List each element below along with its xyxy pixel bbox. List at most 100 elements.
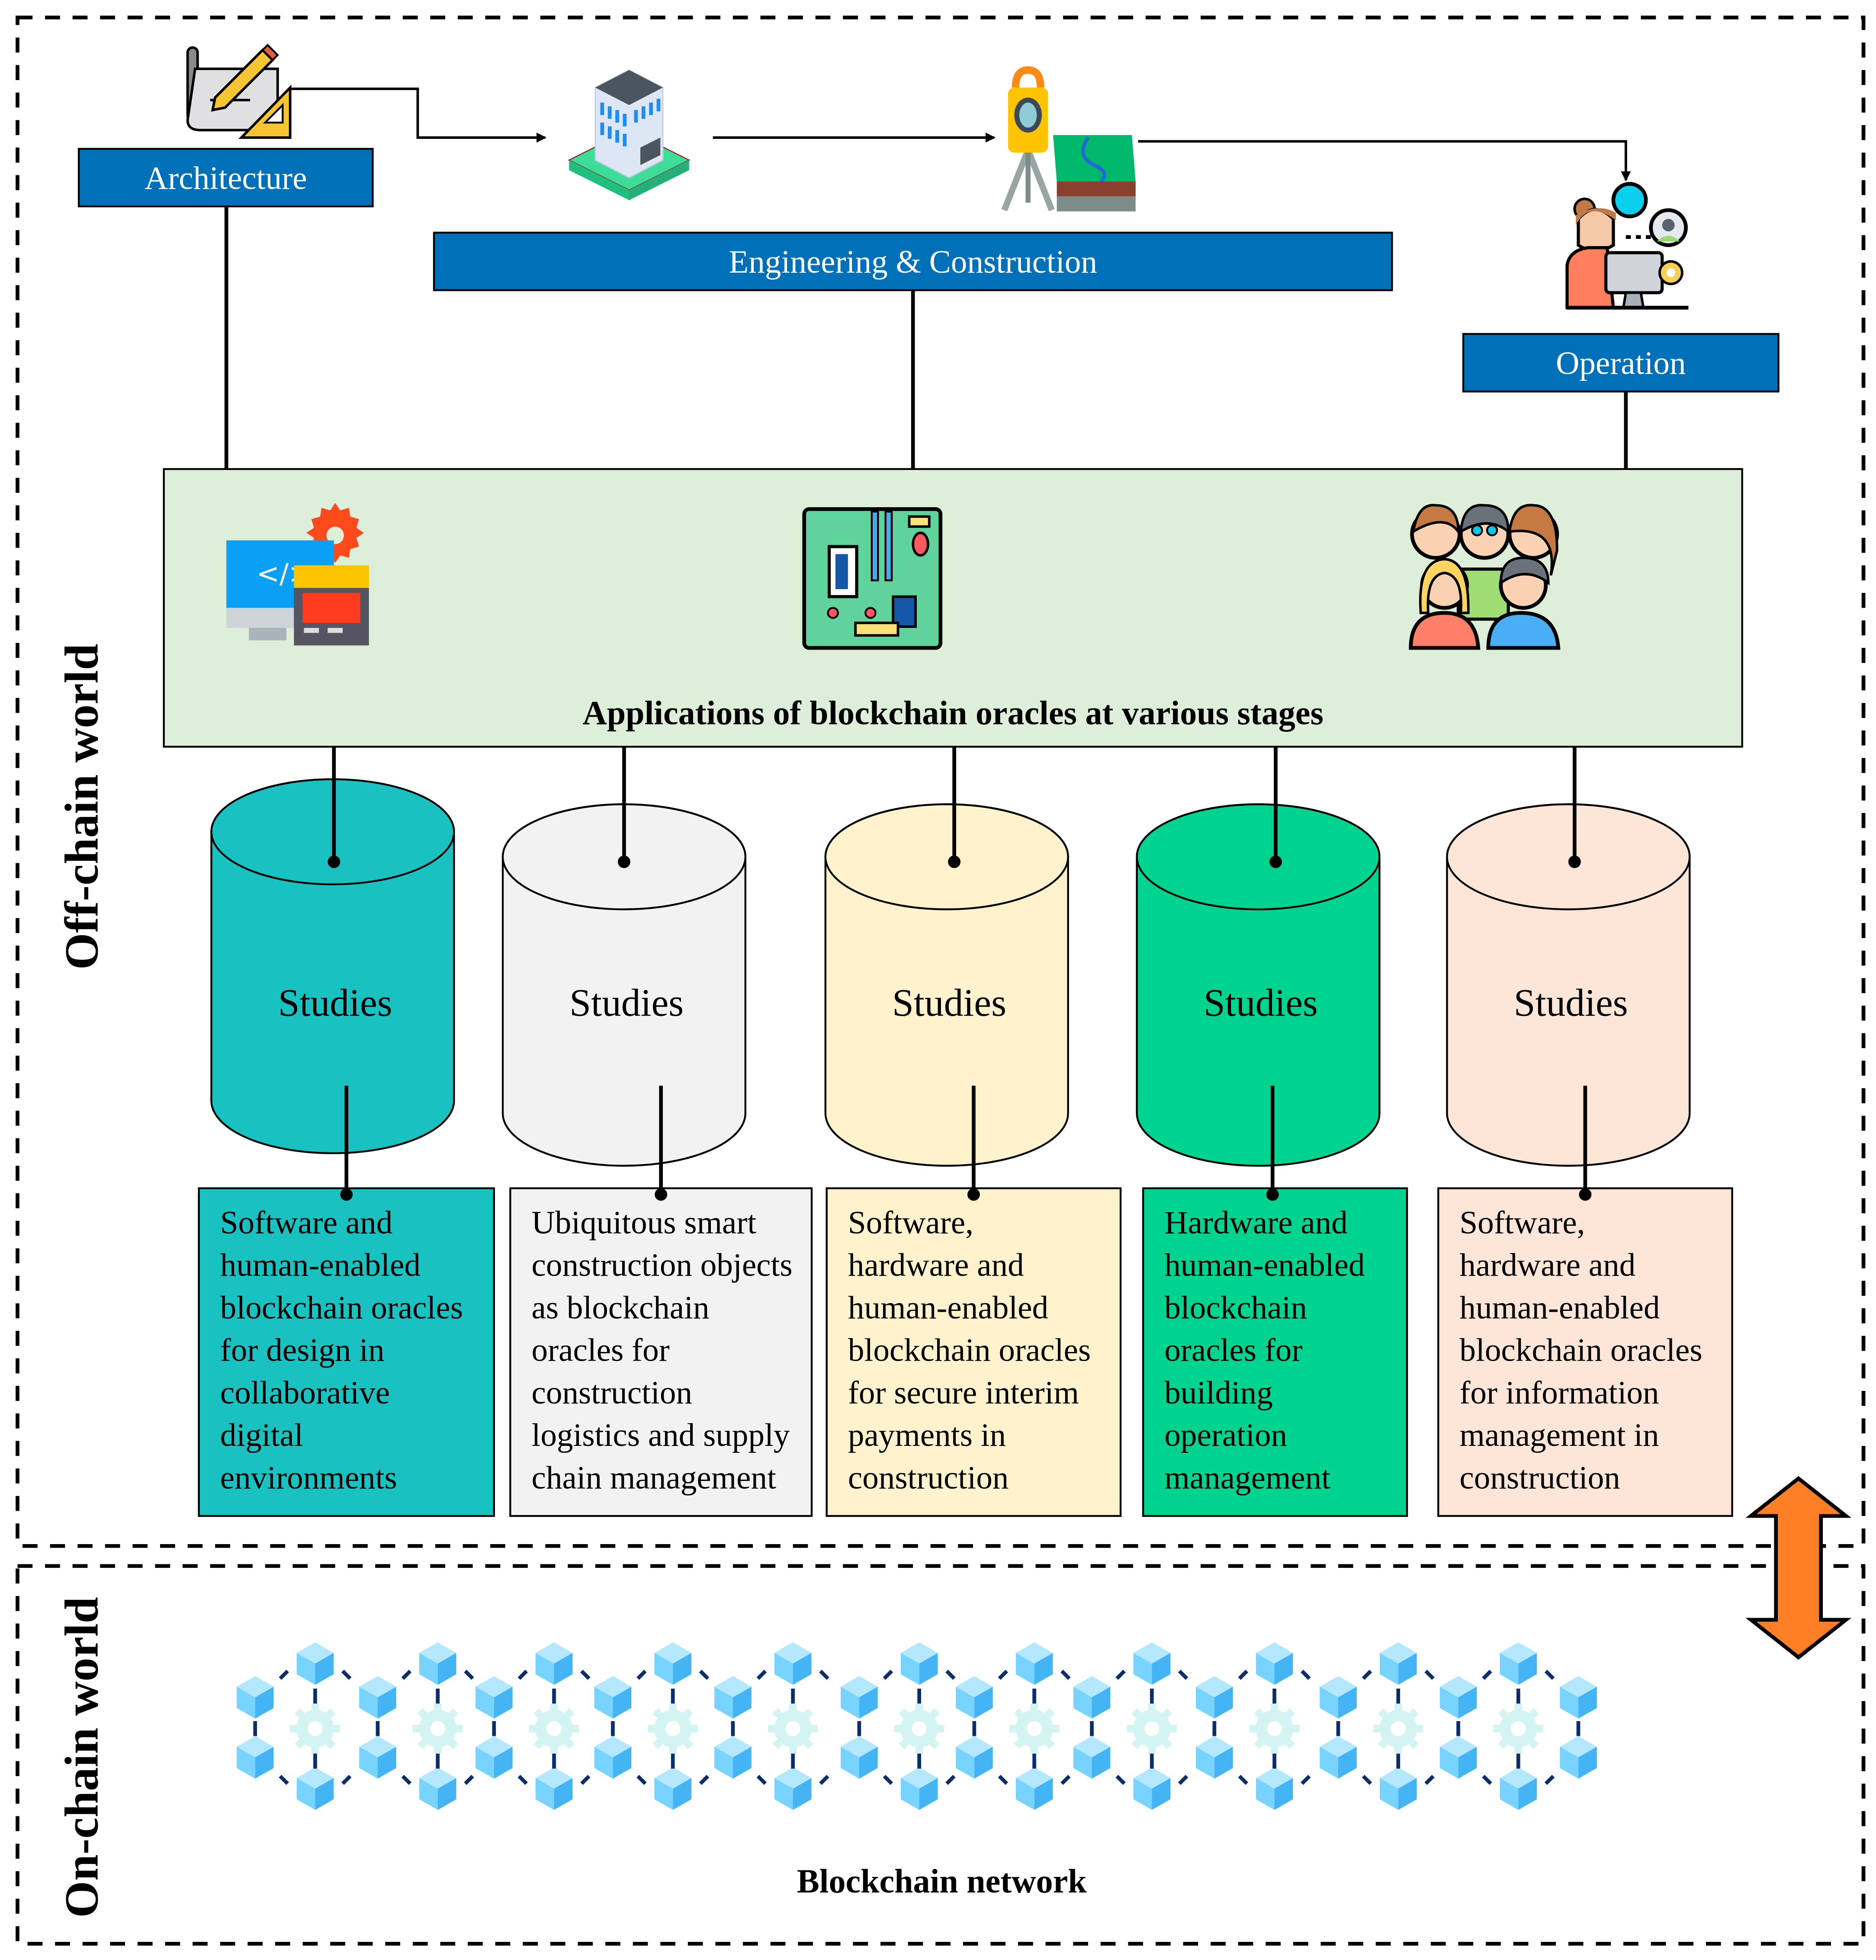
- blueprint-pencil-icon: [186, 43, 292, 139]
- on-chain-label: On-chain world: [55, 1597, 108, 1918]
- off-chain-label: Off-chain world: [55, 644, 108, 969]
- connector-dot: [967, 1188, 980, 1201]
- on-chain-region: [16, 1564, 1866, 1946]
- block-cube-icon: [594, 1676, 632, 1719]
- chain-link: [636, 1775, 647, 1785]
- chain-link: [1301, 1670, 1311, 1680]
- block-cube-icon: [1439, 1676, 1477, 1719]
- chain-link: [819, 1775, 829, 1785]
- chain-link: [580, 1775, 591, 1785]
- chain-link: [517, 1775, 528, 1785]
- chain-link: [819, 1670, 829, 1680]
- connector-dot: [655, 1188, 668, 1201]
- chain-link: [1424, 1670, 1435, 1680]
- chain-link: [1115, 1670, 1126, 1680]
- stage-box-engineering: Engineering & Construction: [433, 232, 1393, 291]
- block-cube-icon: [1320, 1736, 1357, 1779]
- study-description-box: [1142, 1187, 1408, 1517]
- chain-link: [756, 1670, 767, 1680]
- block-cube-icon: [1500, 1642, 1537, 1685]
- block-cube-icon: [714, 1736, 752, 1779]
- study-description-box: [198, 1187, 495, 1517]
- gear-icon: [1127, 1703, 1177, 1754]
- block-cube-icon: [359, 1736, 396, 1779]
- network-label: Blockchain network: [797, 1862, 1087, 1900]
- connector-dot: [328, 855, 341, 868]
- gear-icon: [1009, 1703, 1060, 1754]
- chain-link: [1424, 1775, 1435, 1785]
- studies-label: Studies: [892, 982, 1006, 1024]
- chain-link: [1362, 1670, 1372, 1680]
- block-cube-icon: [535, 1767, 573, 1810]
- block-cube-icon: [1256, 1642, 1293, 1685]
- studies-label: Studies: [278, 982, 392, 1024]
- stage-box-architecture: Architecture: [77, 148, 374, 208]
- block-cube-icon: [594, 1736, 632, 1779]
- software-code-icon: </>: [226, 502, 369, 646]
- chain-link: [341, 1775, 352, 1785]
- gear-icon: [1249, 1703, 1300, 1754]
- block-cube-icon: [1015, 1642, 1053, 1685]
- block-cube-icon: [956, 1736, 993, 1779]
- block-cube-icon: [236, 1676, 274, 1719]
- cylinder-top: [824, 803, 1069, 911]
- block-cube-icon: [841, 1736, 878, 1779]
- block-cube-icon: [1015, 1767, 1053, 1810]
- stage-box-operation: Operation: [1462, 333, 1780, 393]
- chain-link: [1482, 1775, 1492, 1785]
- operator-computer-icon: [1565, 182, 1689, 310]
- block-cube-icon: [1380, 1642, 1417, 1685]
- block-cube-icon: [841, 1676, 878, 1719]
- gear-icon: [290, 1703, 341, 1754]
- block-cube-icon: [1560, 1736, 1597, 1779]
- chain-link: [401, 1670, 412, 1680]
- connector-dot: [1579, 1188, 1592, 1201]
- block-cube-icon: [419, 1642, 456, 1685]
- hardware-circuit-board-icon: [802, 507, 943, 650]
- chain-link: [1060, 1670, 1071, 1680]
- block-cube-icon: [654, 1767, 691, 1810]
- block-cube-icon: [714, 1676, 752, 1719]
- block-cube-icon: [956, 1676, 993, 1719]
- block-cube-icon: [1196, 1736, 1233, 1779]
- study-description-box: [509, 1187, 813, 1517]
- chain-link: [883, 1775, 893, 1785]
- connector-dot: [1568, 855, 1581, 868]
- chain-link: [1060, 1775, 1071, 1785]
- block-cube-icon: [900, 1642, 938, 1685]
- block-cube-icon: [1320, 1676, 1357, 1719]
- stage-label-engineering: Engineering & Construction: [729, 244, 1097, 280]
- gear-icon: [768, 1703, 818, 1754]
- chain-link: [998, 1670, 1009, 1680]
- building-icon: [568, 69, 691, 200]
- chain-link: [1544, 1775, 1555, 1785]
- studies-label: Studies: [1514, 982, 1628, 1024]
- chain-link: [1362, 1775, 1372, 1785]
- chain-link: [945, 1775, 956, 1785]
- block-cube-icon: [1133, 1642, 1171, 1685]
- surveying-theodolite-icon: [1001, 66, 1136, 212]
- chain-link: [279, 1670, 289, 1680]
- stage-label-architecture: Architecture: [145, 160, 307, 196]
- chain-link: [1238, 1775, 1249, 1785]
- block-cube-icon: [1500, 1767, 1537, 1810]
- block-cube-icon: [359, 1676, 396, 1719]
- gear-icon: [648, 1703, 698, 1754]
- block-cube-icon: [774, 1642, 812, 1685]
- block-cube-icon: [236, 1736, 274, 1779]
- study-description-box: [826, 1187, 1122, 1517]
- gear-icon: [1493, 1703, 1544, 1754]
- connector-dot: [1266, 1188, 1279, 1201]
- chain-link: [1115, 1775, 1126, 1785]
- block-cube-icon: [1073, 1736, 1111, 1779]
- chain-link: [945, 1670, 956, 1680]
- cylinder-top: [1136, 803, 1381, 911]
- gear-icon: [412, 1703, 463, 1754]
- block-cube-icon: [296, 1642, 334, 1685]
